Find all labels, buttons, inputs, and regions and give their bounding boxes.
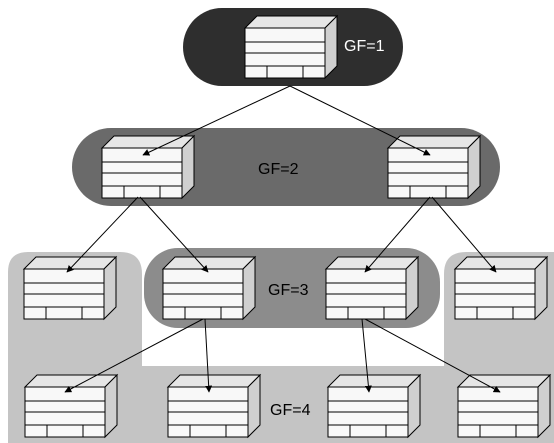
- edge: [289, 85, 431, 156]
- node-l4-1: [24, 374, 118, 438]
- node-l3-3: [325, 256, 419, 320]
- edge: [66, 196, 139, 273]
- edge: [139, 196, 209, 273]
- node-l3-1: [23, 256, 117, 320]
- label-gf4: GF=4: [270, 402, 311, 419]
- edges: [64, 85, 501, 393]
- edge: [142, 85, 291, 156]
- label-gf3: GF=3: [268, 282, 309, 299]
- edge: [64, 318, 204, 393]
- label-gf1: GF=1: [344, 38, 385, 55]
- node-l3-2: [162, 256, 256, 320]
- node-l2-right: [387, 135, 481, 199]
- label-gf2: GF=2: [258, 161, 299, 178]
- edge: [204, 318, 213, 393]
- node-l2-left: [101, 135, 195, 199]
- edge: [431, 196, 497, 273]
- node-l3-4: [454, 256, 548, 320]
- edge: [364, 318, 501, 393]
- node-l4-2: [167, 374, 261, 438]
- edge: [361, 318, 372, 393]
- node-root: [244, 15, 338, 79]
- node-l4-3: [327, 374, 421, 438]
- edge: [364, 196, 431, 273]
- node-l4-4: [457, 374, 551, 438]
